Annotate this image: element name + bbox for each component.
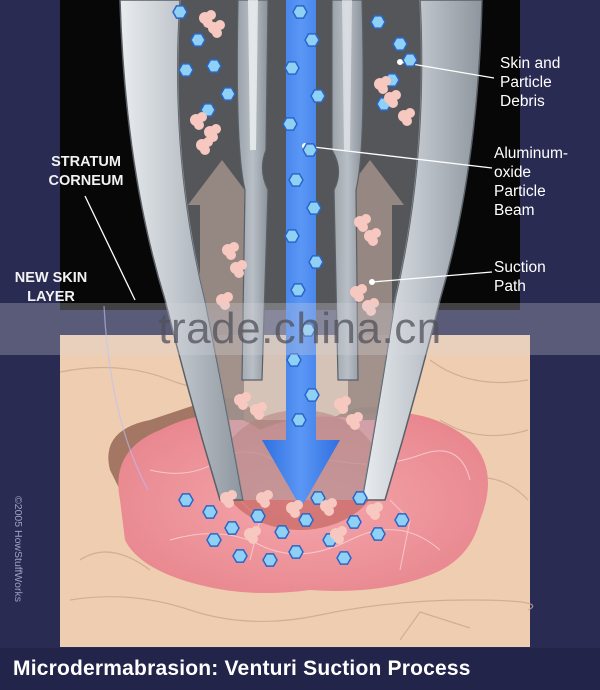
crystal-particle — [274, 525, 290, 539]
device-outer-left — [119, 0, 244, 501]
crystal-particle — [178, 63, 194, 77]
inner-tube-left — [236, 0, 269, 381]
skin-debris — [330, 526, 347, 544]
crystal-particle — [232, 549, 248, 563]
crystal-particle — [284, 229, 300, 243]
figure-title: Microdermabrasion: Venturi Suction Proce… — [13, 657, 471, 680]
title-bar — [0, 648, 600, 690]
crystal-particle — [302, 143, 318, 157]
crystal-particle — [172, 5, 188, 19]
leader-debris — [399, 61, 495, 79]
crystal-particle — [220, 87, 236, 101]
device-outer-right — [361, 0, 483, 501]
skin-debris — [346, 412, 363, 430]
skin-debris — [220, 490, 237, 508]
crystal-particle — [394, 513, 410, 527]
skin-debris — [398, 108, 415, 126]
crystal-particle — [402, 53, 418, 67]
skin-debris — [234, 392, 251, 410]
skin-debris — [190, 112, 207, 130]
crystal-particle — [250, 509, 266, 523]
crystal-particle — [370, 527, 386, 541]
watermark: trade.china.cn — [0, 303, 600, 355]
skin-debris — [364, 228, 381, 246]
skin-debris — [216, 292, 233, 310]
crystal-particle — [178, 493, 194, 507]
crystal-particle — [282, 117, 298, 131]
crystal-particle — [392, 37, 408, 51]
skin-debris — [384, 90, 401, 108]
skin-debris — [208, 20, 225, 38]
skin-debris — [286, 500, 303, 518]
skin-debris — [366, 502, 383, 520]
leader-beam — [304, 145, 493, 169]
skin-debris — [354, 214, 371, 232]
crystal-particle — [290, 283, 306, 297]
crystal-particle — [288, 173, 304, 187]
particle-layer — [172, 5, 418, 567]
skin-cracks — [59, 359, 534, 641]
crystal-particle — [310, 89, 326, 103]
skin-debris — [362, 298, 379, 316]
crystal-particle — [292, 5, 308, 19]
leader-newskin — [103, 305, 149, 491]
crystal-particle — [304, 33, 320, 47]
label-suction-path: Suction Path — [494, 259, 546, 295]
skin-debris — [230, 260, 247, 278]
crystal-particle — [286, 353, 302, 367]
crystal-particle — [288, 545, 304, 559]
copyright-credit: ©2005 HowStuffWorks — [12, 496, 24, 602]
label-stratum-corneum: STRATUM CORNEUM — [48, 154, 124, 189]
crystal-particle — [284, 61, 300, 75]
skin-debris — [250, 402, 267, 420]
crystal-particle — [190, 33, 206, 47]
crystal-particle — [206, 59, 222, 73]
leader-suction — [371, 271, 493, 283]
skin-debris — [334, 396, 351, 414]
label-skin-particle-debris: Skin and Particle Debris — [500, 55, 561, 110]
crystal-particle — [300, 323, 316, 337]
skin-debris — [256, 490, 273, 508]
label-new-skin-layer: NEW SKIN LAYER — [14, 270, 88, 305]
crystal-particle — [298, 513, 314, 527]
skin-debris — [350, 284, 367, 302]
skin-debris — [244, 526, 261, 544]
crystal-particle — [308, 255, 324, 269]
skin-debris — [222, 242, 239, 260]
crystal-particle — [352, 491, 368, 505]
crystal-particle — [304, 388, 320, 402]
crystal-particle — [224, 521, 240, 535]
label-aluminum-oxide-beam: Aluminum- oxide Particle Beam — [494, 145, 569, 219]
crystal-particle — [262, 553, 278, 567]
crystal-particle — [346, 515, 362, 529]
crystal-particle — [336, 551, 352, 565]
crystal-particle — [306, 201, 322, 215]
crystal-particle — [291, 413, 307, 427]
skin-debris — [374, 76, 391, 94]
crystal-particle — [370, 15, 386, 29]
inner-tube-right — [331, 0, 364, 381]
crystal-particle — [206, 533, 222, 547]
crystal-particle — [202, 505, 218, 519]
skin-debris — [204, 124, 221, 142]
skin-debris — [196, 137, 213, 155]
skin-debris — [320, 498, 337, 516]
leader-stratum — [84, 195, 136, 301]
down-arrow-icon — [262, 0, 340, 508]
